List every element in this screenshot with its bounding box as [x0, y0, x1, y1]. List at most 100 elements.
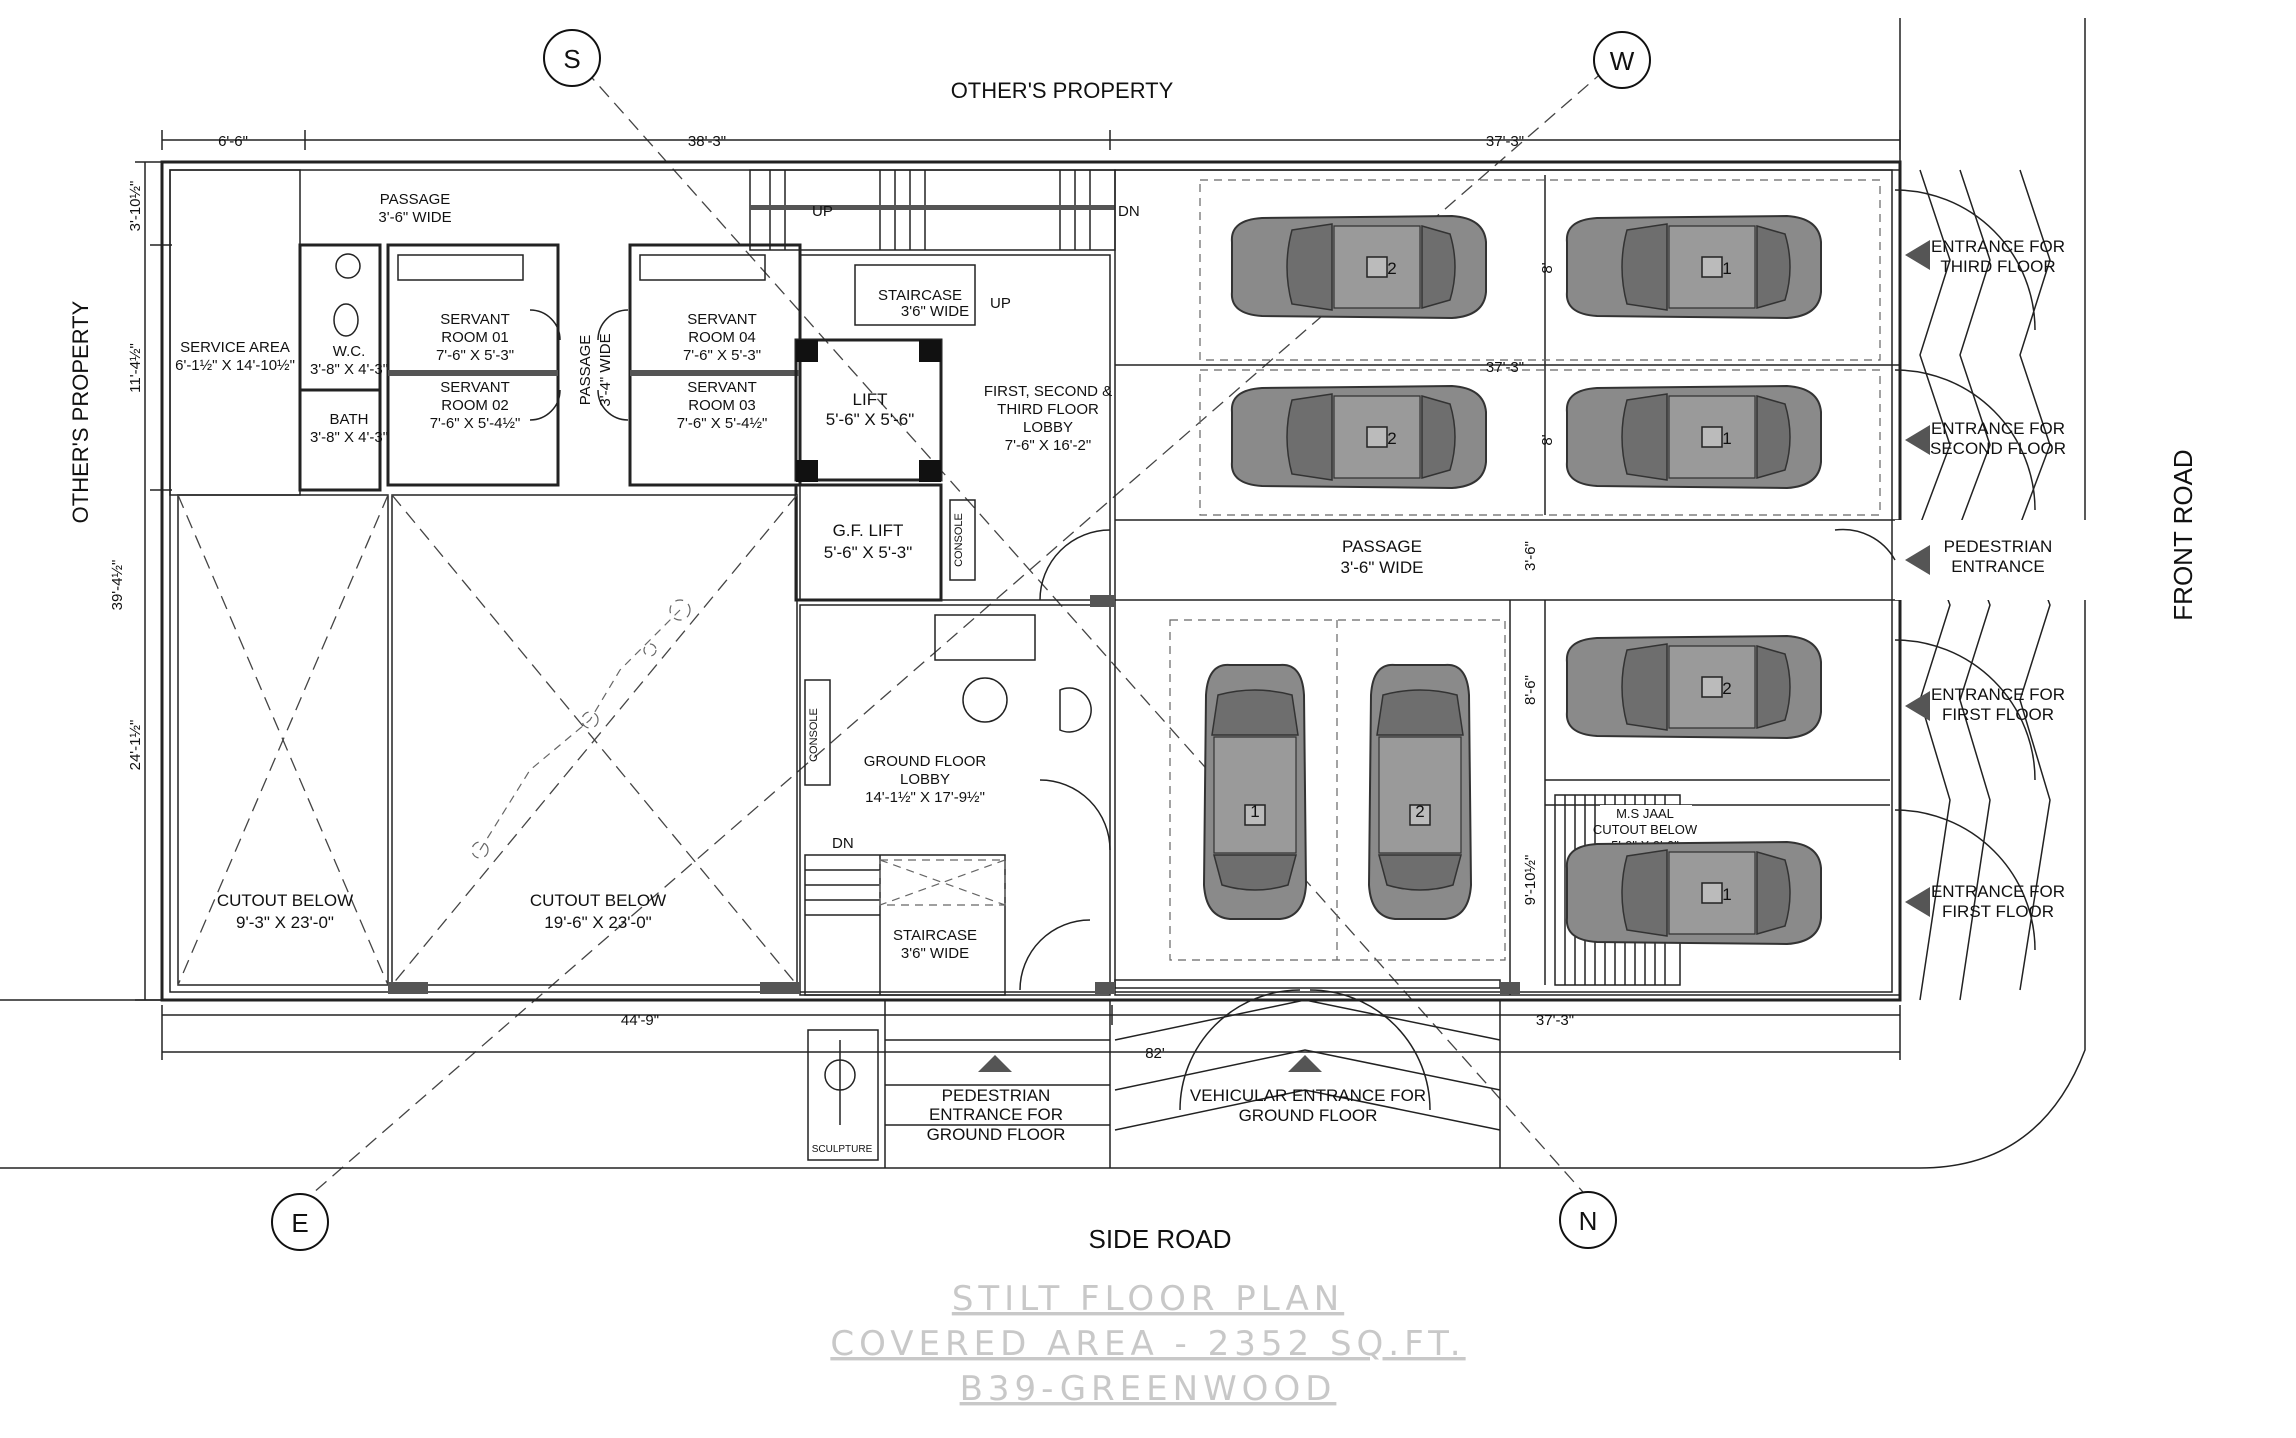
sculpture-label: SCULPTURE: [812, 1144, 873, 1155]
entrance-pedestrian-line2: ENTRANCE: [1951, 557, 2045, 576]
ped-ground-line3: GROUND FLOOR: [927, 1125, 1066, 1144]
pedestrian-gate-steps: [884, 1000, 1111, 1168]
car-slot-1-number: 2: [1387, 259, 1396, 278]
entrance-pedestrian-line1: PEDESTRIAN: [1944, 537, 2053, 556]
service-area-name: SERVICE AREA: [180, 339, 290, 356]
car-slot-3: [1230, 385, 1487, 489]
car-slot-8: [1368, 663, 1472, 920]
compass-w: W: [1593, 31, 1651, 89]
cutout-feature-path: [479, 609, 681, 851]
upper-lobby-line2: THIRD FLOOR: [997, 401, 1099, 418]
staircase-top-size: 3'6" WIDE: [901, 303, 969, 320]
upper-lobby-size: 7'-6" X 16'-2": [1005, 437, 1091, 454]
staircase-bottom-size: 3'6" WIDE: [901, 945, 969, 962]
dim-left-3: 24'-1½": [127, 720, 144, 771]
passage-top-size: 3'-6" WIDE: [378, 209, 451, 226]
car-slot-4-number: 1: [1722, 429, 1731, 448]
servant-room-03-size: 7'-6" X 5'-4½": [677, 415, 768, 432]
entrance-pedestrian-arrow: [1905, 545, 1930, 575]
entrance-first-a-arrow: [1905, 691, 1930, 721]
gf-lift-size: 5'-6" X 5'-3": [824, 543, 913, 562]
dim-bay-4: 8'-6": [1522, 675, 1539, 705]
servant-room-02-size: 7'-6" X 5'-4½": [430, 415, 521, 432]
entrance-third-line1: ENTRANCE FOR: [1931, 237, 2065, 256]
entrance-first-a-line2: FIRST FLOOR: [1942, 705, 2054, 724]
bath-name: BATH: [330, 411, 369, 428]
dn-label-top: DN: [1118, 203, 1140, 220]
dim-bay-2: 8': [1539, 434, 1556, 445]
entrance-second-arrow: [1905, 425, 1930, 455]
compass-w-label: W: [1610, 46, 1635, 76]
ms-jaal-line1: M.S JAAL: [1616, 806, 1674, 821]
dim-bottom-1: 44'-9": [621, 1012, 659, 1029]
servant-room-04-size: 7'-6" X 5'-3": [683, 347, 761, 364]
staircase-bottom: [804, 854, 1006, 996]
car-slot-8-number: 2: [1415, 802, 1424, 821]
upper-lobby-line3: LOBBY: [1023, 419, 1073, 436]
car-slot-6: [1565, 841, 1822, 945]
console-lower: [804, 679, 831, 786]
staircase-bottom-name: STAIRCASE: [893, 927, 977, 944]
servant-rooms-left: [386, 243, 560, 487]
staircase-top-name: STAIRCASE: [878, 287, 962, 304]
car-slot-1: [1230, 215, 1487, 319]
lobby-sofa: [934, 614, 1036, 661]
cutout-mid-name: CUTOUT BELOW: [530, 891, 666, 910]
up-label-top: UP: [812, 203, 833, 220]
wc-size: 3'-8" X 4'-3": [310, 361, 388, 378]
entrance-first-b-line2: FIRST FLOOR: [1942, 902, 2054, 921]
gf-lobby-size: 14'-1½" X 17'-9½": [865, 789, 985, 806]
passage-mid-name: PASSAGE: [577, 335, 594, 406]
servant-room-03-num: ROOM 03: [688, 397, 756, 414]
dim-bay-1: 8': [1539, 262, 1556, 273]
car-slot-6-number: 1: [1722, 885, 1731, 904]
dim-left-2: 11'-4½": [127, 343, 144, 393]
console-upper-label: CONSOLE: [953, 513, 965, 567]
compass-s: S: [543, 29, 601, 87]
entrance-second-line2: SECOND FLOOR: [1930, 439, 2066, 458]
service-area: [169, 169, 301, 496]
compass-s-label: S: [563, 44, 580, 74]
lobby-table: [962, 677, 1008, 723]
gf-lift-name: G.F. LIFT: [833, 521, 904, 540]
sculpture-plinth: [807, 1029, 879, 1161]
gf-lift-shaft: [794, 483, 943, 602]
side-road-label: SIDE ROAD: [1088, 1224, 1231, 1254]
upper-core: [799, 254, 1111, 601]
compass-n: N: [1559, 1191, 1617, 1249]
compass-e: E: [271, 1193, 329, 1251]
passage-parking-name: PASSAGE: [1342, 537, 1422, 556]
console-lower-label: CONSOLE: [808, 708, 820, 762]
wc-toilet-icon: [333, 303, 359, 337]
dim-left-total: 39'-4½": [109, 560, 126, 611]
entrance-third-arrow: [1905, 240, 1930, 270]
dim-parking-mid: 37'-3": [1486, 359, 1524, 376]
cutout-left-size: 9'-3" X 23'-0": [236, 913, 334, 932]
bath-size: 3'-8" X 4'-3": [310, 429, 388, 446]
staircase-top: [854, 264, 976, 326]
passage-top-name: PASSAGE: [380, 191, 451, 208]
entrance-first-b-line1: ENTRANCE FOR: [1931, 882, 2065, 901]
dn-label-bottom: DN: [832, 835, 854, 852]
left-property-label: OTHER'S PROPERTY: [68, 300, 93, 523]
entrance-second-line1: ENTRANCE FOR: [1931, 419, 2065, 438]
up-label-core: UP: [990, 295, 1011, 312]
dim-top-2: 38'-3": [688, 133, 726, 150]
top-property-label: OTHER'S PROPERTY: [951, 78, 1174, 103]
entrance-first-b-arrow: [1905, 887, 1930, 917]
car-slot-5: [1565, 635, 1822, 739]
cutout-left: [177, 494, 389, 986]
ped-ground-arrow: [978, 1055, 1012, 1072]
dim-bottom-total: 82': [1145, 1045, 1165, 1062]
title-line2: COVERED AREA - 2352 SQ.FT.: [830, 1324, 1465, 1364]
entrance-first-a-line1: ENTRANCE FOR: [1931, 685, 2065, 704]
servant-room-01-label: SERVANT: [440, 311, 509, 328]
cutout-left-name: CUTOUT BELOW: [217, 891, 353, 910]
wc-name: W.C.: [333, 343, 366, 360]
dim-top-1: 6'-6": [218, 133, 248, 150]
lobby-chair: [1059, 687, 1092, 733]
wc-basin-icon: [335, 253, 361, 279]
title-line3: B39-GREENWOOD: [960, 1369, 1337, 1409]
gf-lobby-line1: GROUND FLOOR: [864, 753, 987, 770]
